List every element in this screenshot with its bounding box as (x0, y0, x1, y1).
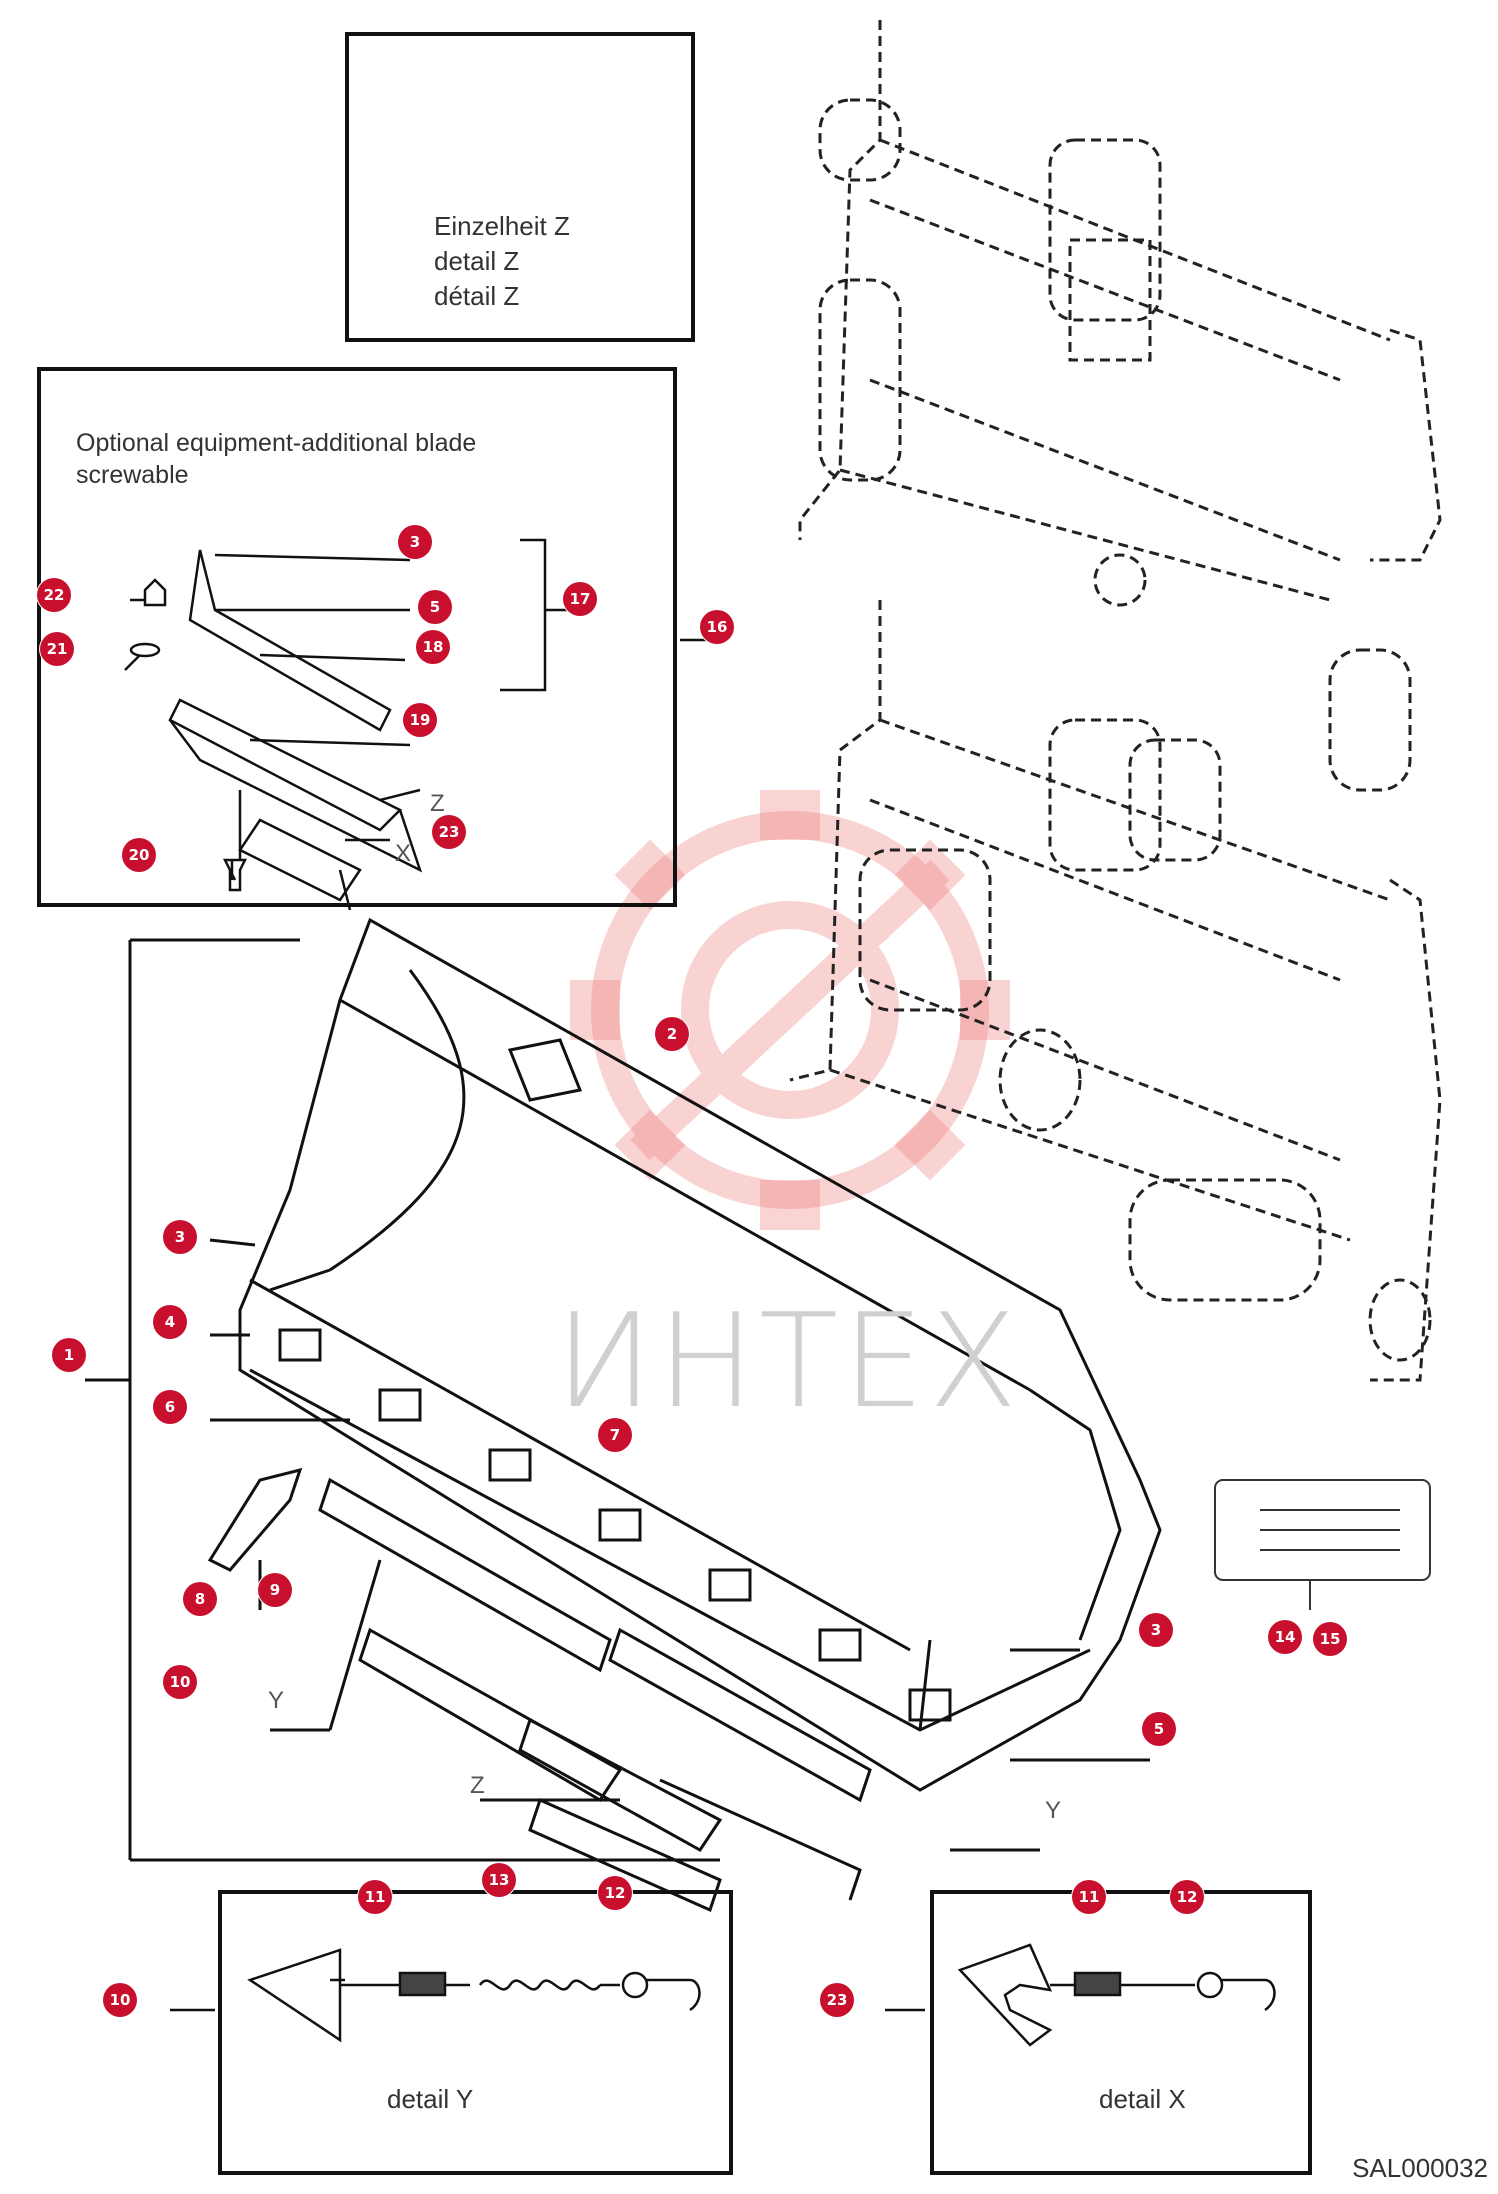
label-z-bottom: Z (470, 1772, 485, 1799)
callout-12-detail-x[interactable]: 12 (1170, 1880, 1204, 1914)
callout-5-right[interactable]: 5 (1142, 1712, 1176, 1746)
optional-equipment-box: Optional equipment-additional blade scre… (37, 367, 677, 907)
detail-x-box: detail X (930, 1890, 1312, 2175)
optional-blade-drawing (124, 538, 720, 911)
callout-8[interactable]: 8 (183, 1582, 217, 1616)
bucket-drawing (85, 917, 1162, 1913)
callout-3-optional[interactable]: 3 (398, 525, 432, 559)
callout-11-detail-x[interactable]: 11 (1072, 1880, 1106, 1914)
callout-6[interactable]: 6 (153, 1390, 187, 1424)
callout-5-optional[interactable]: 5 (418, 590, 452, 624)
optional-box-title-2: screwable (76, 461, 189, 489)
callout-10-bucket[interactable]: 10 (163, 1665, 197, 1699)
watermark-gear-teeth (570, 790, 1010, 1230)
callout-9[interactable]: 9 (258, 1573, 292, 1607)
callout-23-detail-x[interactable]: 23 (820, 1983, 854, 2017)
detail-z-line-2: detail Z (434, 246, 520, 276)
detail-z-line-1: Einzelheit Z (434, 211, 570, 241)
label-y-right: Y (1045, 1797, 1062, 1824)
type-plate (1214, 1479, 1431, 1610)
callout-22[interactable]: 22 (37, 578, 71, 612)
callout-14[interactable]: 14 (1268, 1620, 1302, 1654)
callout-13[interactable]: 13 (482, 1863, 516, 1897)
callout-11-detail-y[interactable]: 11 (358, 1880, 392, 1914)
quick-hitch-upper (798, 20, 1442, 607)
detail-z-box: Einzelheit Z detail Z détail Z (345, 32, 695, 342)
callout-4[interactable]: 4 (153, 1305, 187, 1339)
watermark-text: ИНТЕХ (555, 1285, 1022, 1437)
callout-20[interactable]: 20 (122, 838, 156, 872)
callout-3-left[interactable]: 3 (163, 1220, 197, 1254)
callout-2[interactable]: 2 (655, 1017, 689, 1051)
detail-y-box: detail Y (218, 1890, 733, 2175)
callout-7[interactable]: 7 (598, 1418, 632, 1452)
drawing-code: SAL000032 (1352, 2153, 1488, 2183)
optional-box-title-1: Optional equipment-additional blade (76, 429, 477, 457)
callout-19[interactable]: 19 (403, 703, 437, 737)
detail-x-drawing (885, 1943, 1276, 2047)
quick-hitch-lower (789, 600, 1442, 1382)
callout-15[interactable]: 15 (1313, 1622, 1347, 1656)
callout-17[interactable]: 17 (563, 582, 597, 616)
callout-21[interactable]: 21 (40, 632, 74, 666)
detail-z-line-3: détail Z (434, 281, 520, 311)
callout-23-optional[interactable]: 23 (432, 815, 466, 849)
detail-x-caption: detail X (1099, 2084, 1186, 2114)
detail-y-caption: detail Y (387, 2084, 474, 2114)
label-z-optional: Z (430, 790, 445, 817)
callout-12-detail-y[interactable]: 12 (598, 1876, 632, 1910)
callout-1[interactable]: 1 (52, 1338, 86, 1372)
detail-y-drawing (170, 1948, 701, 2043)
label-x-optional: X (395, 840, 412, 867)
label-y-left: Y (268, 1687, 285, 1714)
callout-16[interactable]: 16 (700, 610, 734, 644)
callout-18[interactable]: 18 (416, 630, 450, 664)
callout-10-detail-y[interactable]: 10 (103, 1983, 137, 2017)
callout-3-right[interactable]: 3 (1139, 1613, 1173, 1647)
